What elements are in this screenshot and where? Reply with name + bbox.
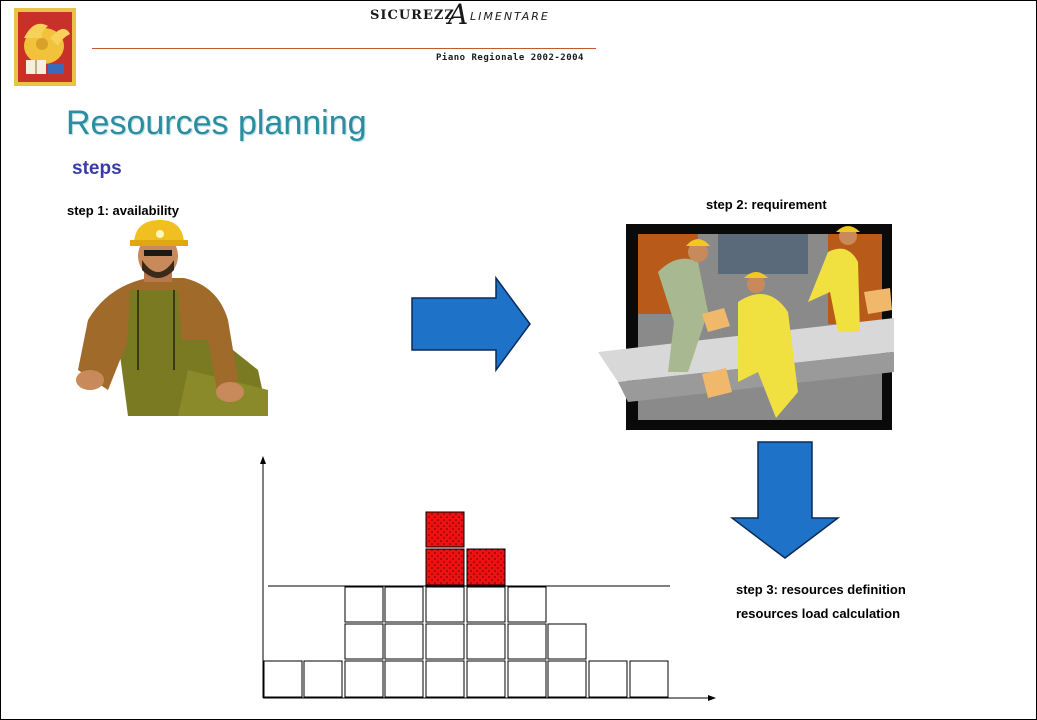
load-block — [344, 586, 384, 623]
load-block — [384, 623, 424, 660]
load-block — [425, 623, 465, 660]
step3-label: step 3: resources definition — [736, 582, 906, 597]
step2-label: step 2: requirement — [706, 197, 827, 212]
lion-logo-icon — [14, 8, 76, 86]
x-axis-arrow — [708, 695, 716, 701]
load-block — [629, 660, 669, 698]
plan-caption: Piano Regionale 2002-2004 — [436, 53, 584, 63]
overload-block — [425, 511, 465, 548]
load-block — [466, 660, 506, 698]
load-block — [344, 660, 384, 698]
workers-team-clipart-icon — [598, 224, 894, 430]
load-block — [263, 660, 303, 698]
brand-header: SICUREZZ A LIMENTARE — [370, 0, 550, 31]
load-block — [344, 623, 384, 660]
page-title: Resources planning — [66, 104, 367, 142]
load-block — [425, 586, 465, 623]
load-block — [588, 660, 628, 698]
brand-rest: LIMENTARE — [470, 10, 550, 23]
load-block — [507, 586, 547, 623]
overload-block — [425, 548, 465, 586]
load-block — [466, 623, 506, 660]
brand-letter-a: A — [448, 0, 469, 31]
load-block — [466, 586, 506, 623]
right-arrow-icon — [411, 276, 531, 372]
step1-label: step 1: availability — [67, 203, 179, 218]
load-block — [303, 660, 343, 698]
load-block — [507, 660, 547, 698]
header-divider — [92, 48, 596, 49]
load-block — [384, 660, 424, 698]
load-block — [384, 586, 424, 623]
step3-sublabel: resources load calculation — [736, 606, 901, 621]
brand-name: SICUREZZ — [370, 8, 455, 23]
load-block — [547, 660, 587, 698]
resource-load-chart — [260, 456, 716, 701]
down-arrow-icon — [730, 441, 840, 559]
load-block — [547, 623, 587, 660]
overload-block — [466, 548, 506, 586]
load-block — [507, 623, 547, 660]
load-block — [425, 660, 465, 698]
page-subtitle: steps — [72, 158, 122, 179]
y-axis-arrow — [260, 456, 266, 464]
worker-clipart-icon — [76, 220, 268, 416]
